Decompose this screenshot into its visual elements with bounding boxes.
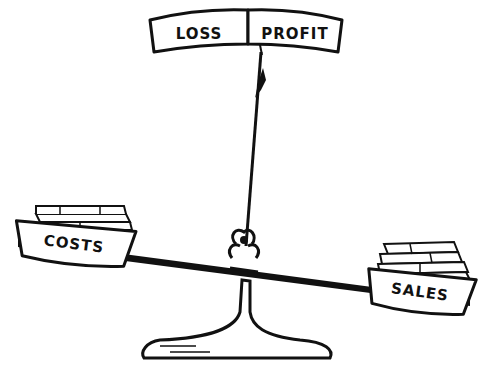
pivot-scroll bbox=[233, 230, 254, 244]
dial-panel-outline bbox=[150, 10, 248, 52]
node-label: LOSS bbox=[176, 25, 223, 43]
dial-panel: LOSS bbox=[150, 8, 248, 52]
pivot-scroll bbox=[230, 245, 259, 258]
scale-stand bbox=[143, 280, 331, 358]
pivot-bar bbox=[230, 268, 258, 272]
pivot-knob bbox=[240, 236, 248, 244]
node-label: PROFIT bbox=[261, 25, 328, 43]
stand-hatching bbox=[160, 346, 210, 352]
scale-pan-outline bbox=[12, 217, 136, 272]
pointer-needle bbox=[246, 52, 261, 246]
scale-pan-outline bbox=[364, 265, 477, 320]
pointer-diamond bbox=[255, 68, 266, 98]
dial-panel-outline bbox=[248, 10, 342, 52]
dial-panel: PROFIT bbox=[248, 8, 342, 52]
